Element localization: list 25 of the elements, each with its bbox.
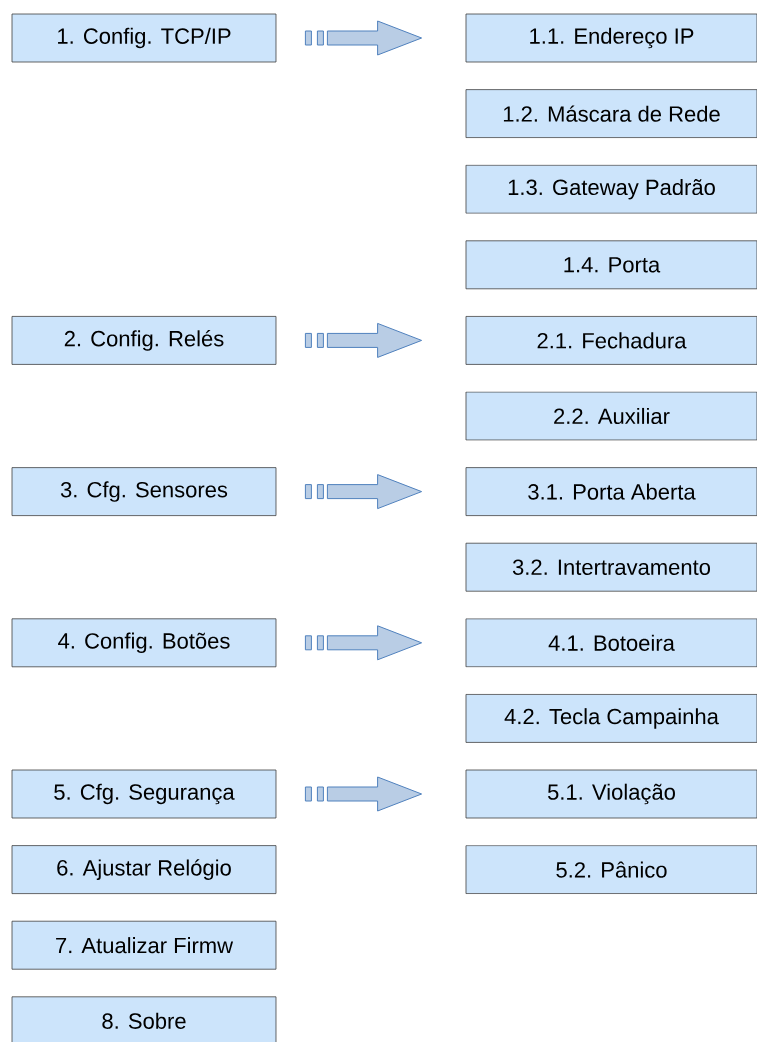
menu-box: 2.1. Fechadura bbox=[465, 316, 757, 365]
menu-box: 5.1. Violação bbox=[465, 769, 757, 819]
menu-box: 4. Config. Botões bbox=[11, 618, 277, 668]
block-arrow bbox=[304, 776, 423, 812]
menu-box: 1.1. Endereço IP bbox=[465, 13, 757, 63]
menu-box: 4.1. Botoeira bbox=[465, 618, 757, 668]
menu-box: 1.3. Gateway Padrão bbox=[465, 164, 757, 214]
menu-box: 3. Cfg. Sensores bbox=[11, 467, 277, 516]
block-arrow bbox=[304, 20, 423, 56]
menu-box: 4.2. Tecla Campainha bbox=[465, 694, 757, 743]
block-arrow bbox=[304, 625, 423, 661]
menu-box: 7. Atualizar Firmw bbox=[11, 920, 277, 970]
block-arrow bbox=[304, 322, 423, 358]
menu-box: 5.2. Pânico bbox=[465, 845, 757, 894]
menu-box: 6. Ajustar Relógio bbox=[11, 845, 277, 894]
menu-box: 5. Cfg. Segurança bbox=[11, 769, 277, 819]
menu-box: 2.2. Auxiliar bbox=[465, 391, 757, 441]
menu-box: 8. Sobre bbox=[11, 996, 277, 1042]
menu-box: 1.2. Máscara de Rede bbox=[465, 89, 757, 138]
menu-box: 2. Config. Relés bbox=[11, 316, 277, 365]
menu-box: 3.2. Intertravamento bbox=[465, 542, 757, 592]
block-arrow bbox=[304, 474, 423, 510]
menu-box: 1.4. Porta bbox=[465, 240, 757, 290]
menu-box: 3.1. Porta Aberta bbox=[465, 467, 757, 516]
menu-box: 1. Config. TCP/IP bbox=[11, 13, 277, 63]
